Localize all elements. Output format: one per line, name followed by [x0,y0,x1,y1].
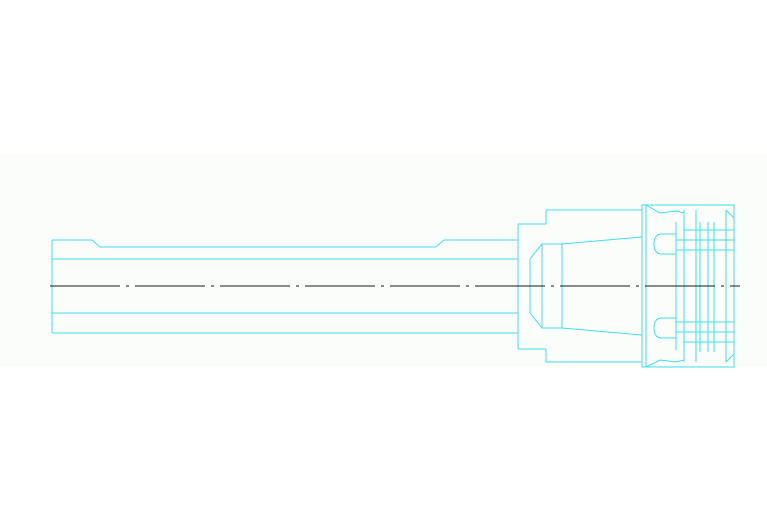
nut-chamfer-right-bottom [725,353,735,363]
shank-top-edge [52,239,518,248]
collet-slot-bottom [653,317,676,339]
taper-top [529,236,643,260]
collet-slot-top [653,233,676,255]
nut-chamfer-bottom [645,359,685,368]
nut-chamfer-top [645,204,685,214]
drawing-band [0,155,767,367]
nut-chamfer-right-top [725,209,735,219]
shank [51,239,518,334]
taper-bottom [529,312,643,336]
